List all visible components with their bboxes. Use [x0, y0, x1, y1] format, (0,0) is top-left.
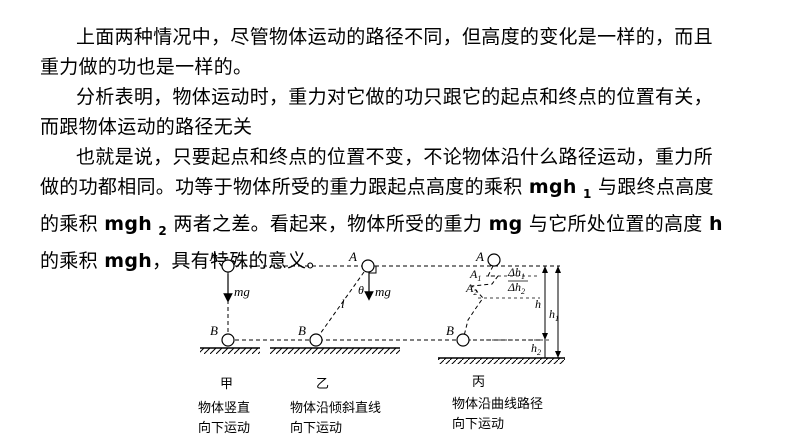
- paragraph-2-line-2: 而跟物体运动的路径无关: [40, 116, 253, 138]
- panel-bing: A B A1 A2 Δh1 Δh2 h h1 h2 丙 物体沿曲线路径 向下运动: [438, 249, 565, 432]
- h-arrow-top: [542, 266, 548, 273]
- label-a1: A1: [469, 267, 481, 283]
- paragraph-2-line-1: 分析表明，物体运动时，重力对它做的功只跟它的起点和终点的位置有关，: [76, 86, 713, 108]
- ball-a: [221, 259, 235, 273]
- paragraph-1-line-1: 上面两种情况中，尽管物体运动的路径不同，但高度的变化是一样的，而且: [76, 26, 713, 48]
- formula-subscript-1: 1: [583, 186, 592, 201]
- text-segment: 的乘积: [40, 212, 105, 235]
- h1-arrow-bottom: [555, 351, 561, 358]
- ball-b: [221, 333, 235, 347]
- label-dh1: Δh1: [507, 265, 525, 281]
- formula-mg: mg: [488, 212, 523, 235]
- paragraph-3-line-2: 做的功都相同。功等于物体所受的重力跟起点高度的乘积 mgh 1 与跟终点高度: [40, 172, 760, 209]
- text-segment: 与它所处位置的高度: [522, 212, 709, 235]
- label-mg: mg: [234, 284, 250, 299]
- label-h2-sub: 2: [537, 348, 541, 357]
- label-h2-main: h: [531, 341, 537, 355]
- ground-hatch: [200, 348, 260, 354]
- label-a1-sub: 1: [477, 274, 481, 283]
- paragraph-3-line-1: 也就是说，只要起点和终点的位置不变，不论物体沿什么路径运动，重力所: [76, 146, 713, 168]
- ball-a: [361, 259, 375, 273]
- label-h: h: [535, 297, 541, 311]
- label-a1-main: A: [469, 267, 478, 281]
- incline-path: [319, 271, 365, 335]
- formula-mgh: mgh: [104, 249, 153, 272]
- label-a: A: [475, 249, 484, 264]
- caption-jia-line-2: 向下运动: [198, 420, 250, 436]
- text-segment: 两者之差。看起来，物体所受的重力: [167, 212, 489, 235]
- label-b: B: [446, 323, 454, 338]
- text-segment: 做的功都相同。功等于物体所受的重力跟起点高度的乘积: [40, 176, 529, 198]
- label-b: B: [298, 323, 306, 338]
- ball-b: [309, 333, 323, 347]
- formula-h: h: [708, 212, 723, 235]
- formula-mgh2: mgh: [104, 212, 153, 235]
- text-segment: ，具有特殊的意义。: [152, 249, 326, 272]
- label-a2-main: A: [465, 281, 474, 295]
- panel-name-bing: 丙: [472, 375, 485, 390]
- curved-path: [462, 265, 499, 341]
- label-h2: h2: [531, 341, 541, 357]
- label-dh2: Δh2: [507, 280, 525, 296]
- caption-bing-line-1: 物体沿曲线路径: [452, 396, 543, 412]
- label-mg: mg: [375, 284, 391, 299]
- paragraph-3-line-3: 的乘积 mgh 2 两者之差。看起来，物体所受的重力 mg 与它所处位置的高度 …: [40, 209, 760, 246]
- panel-name-jia: 甲: [220, 377, 233, 392]
- label-theta: θ: [358, 283, 364, 297]
- label-a2-sub: 2: [473, 288, 477, 297]
- paragraph-2: 分析表明，物体运动时，重力对它做的功只跟它的起点和终点的位置有关， 而跟物体运动…: [40, 82, 760, 142]
- label-dh1-sub: 1: [521, 272, 525, 281]
- ground-hatch: [438, 358, 565, 364]
- panel-jia: A B mg 甲 物体竖直 向下运动: [198, 249, 260, 436]
- label-h1: h1: [549, 307, 559, 323]
- paragraph-3: 也就是说，只要起点和终点的位置不变，不论物体沿什么路径运动，重力所 做的功都相同…: [40, 142, 760, 276]
- h1-arrow-top: [555, 266, 561, 273]
- label-a2: A2: [465, 281, 477, 297]
- panel-yi: A B θ mg l 乙 物体沿倾斜直线 向下运动: [270, 249, 400, 436]
- formula-subscript-2: 2: [158, 223, 168, 238]
- ball-b: [456, 333, 470, 347]
- ground-hatch: [270, 348, 400, 354]
- caption-yi-line-2: 向下运动: [290, 420, 342, 436]
- label-a: A: [348, 249, 357, 264]
- label-a: A: [209, 249, 218, 264]
- panel-name-yi: 乙: [316, 377, 329, 392]
- caption-bing-line-2: 向下运动: [452, 416, 504, 432]
- label-dh1-main: Δh: [507, 265, 521, 279]
- formula-mgh1: mgh: [528, 176, 577, 198]
- text-segment: 与跟终点高度: [591, 176, 714, 198]
- caption-jia-line-1: 物体竖直: [198, 401, 250, 416]
- caption-yi-line-1: 物体沿倾斜直线: [290, 401, 381, 416]
- label-h1-main: h: [549, 307, 555, 321]
- text-segment: 的乘积: [40, 249, 105, 272]
- label-l: l: [341, 296, 345, 311]
- h-arrow-bottom: [542, 333, 548, 340]
- label-b: B: [210, 323, 218, 338]
- label-dh2-main: Δh: [507, 280, 521, 294]
- paragraph-3-line-4: 的乘积 mgh，具有特殊的意义。: [40, 246, 760, 276]
- label-dh2-sub: 2: [521, 287, 525, 296]
- paragraph-1-line-2: 重力做的功也是一样的。: [40, 56, 253, 78]
- ball-a: [487, 253, 501, 267]
- label-h1-sub: 1: [555, 314, 559, 323]
- paragraph-1: 上面两种情况中，尽管物体运动的路径不同，但高度的变化是一样的，而且 重力做的功也…: [40, 22, 760, 82]
